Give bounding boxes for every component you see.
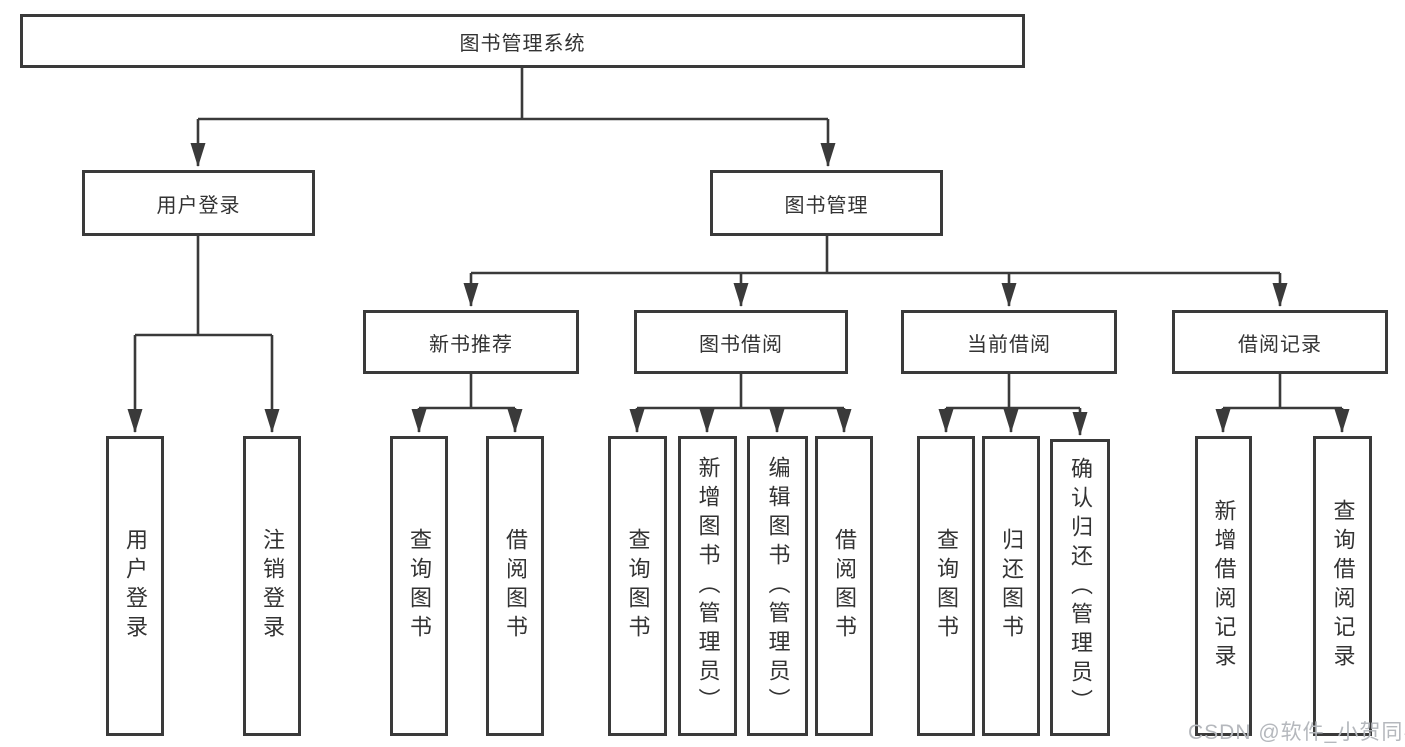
node-label: 查询图书 <box>625 528 651 644</box>
node-book-management: 图书管理 <box>710 170 943 236</box>
leaf-query-books-borrow: 查询图书 <box>608 436 667 736</box>
edge-group-root <box>190 68 836 167</box>
node-book-management-system: 图书管理系统 <box>20 14 1025 68</box>
leaf-user-login: 用户登录 <box>106 436 164 736</box>
leaf-edit-books-admin: 编辑图书（管理员） <box>747 436 808 736</box>
edge-group-user-login <box>127 236 280 433</box>
edge-group-book-mgmt <box>463 236 1288 307</box>
node-label: 新书推荐 <box>429 333 513 356</box>
node-label: 查询借阅记录 <box>1330 499 1356 673</box>
leaf-return-books: 归还图书 <box>982 436 1040 736</box>
node-label: 借阅记录 <box>1238 333 1322 356</box>
node-label: 用户登录 <box>123 528 148 644</box>
leaf-borrow-books-rec: 借阅图书 <box>486 436 544 736</box>
node-label: 新增借阅记录 <box>1211 499 1237 673</box>
node-borrowing-records: 借阅记录 <box>1172 310 1388 374</box>
edge-group-book-borrow <box>629 374 852 433</box>
node-label: 注销登录 <box>260 528 285 644</box>
node-label: 确认归还（管理员） <box>1068 457 1093 718</box>
node-label: 借阅图书 <box>832 528 857 644</box>
leaf-add-borrow-record: 新增借阅记录 <box>1195 436 1252 736</box>
edge-group-borrow-record <box>1215 374 1350 433</box>
leaf-borrow-books: 借阅图书 <box>815 436 873 736</box>
node-label: 用户登录 <box>156 194 241 217</box>
leaf-logout: 注销登录 <box>243 436 301 736</box>
node-new-book-recommend: 新书推荐 <box>363 310 579 374</box>
node-current-borrowing: 当前借阅 <box>901 310 1117 374</box>
node-label: 查询图书 <box>407 528 432 644</box>
edge-group-current-borrow <box>938 374 1088 436</box>
edge-group-new-book-rec <box>411 374 523 433</box>
node-label: 查询图书 <box>934 528 959 644</box>
node-label: 当前借阅 <box>967 333 1051 356</box>
node-user-login: 用户登录 <box>82 170 315 236</box>
leaf-add-books-admin: 新增图书（管理员） <box>678 436 737 736</box>
leaf-query-borrow-record: 查询借阅记录 <box>1313 436 1372 736</box>
leaf-query-books-rec: 查询图书 <box>390 436 448 736</box>
node-label: 借阅图书 <box>503 528 528 644</box>
node-label: 归还图书 <box>999 528 1024 644</box>
node-label: 图书借阅 <box>699 333 783 356</box>
node-book-borrowing: 图书借阅 <box>634 310 848 374</box>
leaf-query-books-current: 查询图书 <box>917 436 975 736</box>
leaf-confirm-return-admin: 确认归还（管理员） <box>1050 439 1110 736</box>
csdn-watermark: CSDN @软件_小贺同学 <box>1188 721 1405 744</box>
node-label: 新增图书（管理员） <box>695 455 721 717</box>
node-label: 编辑图书（管理员） <box>765 455 791 717</box>
node-label: 图书管理系统 <box>459 32 586 55</box>
node-label: 图书管理 <box>784 194 869 217</box>
